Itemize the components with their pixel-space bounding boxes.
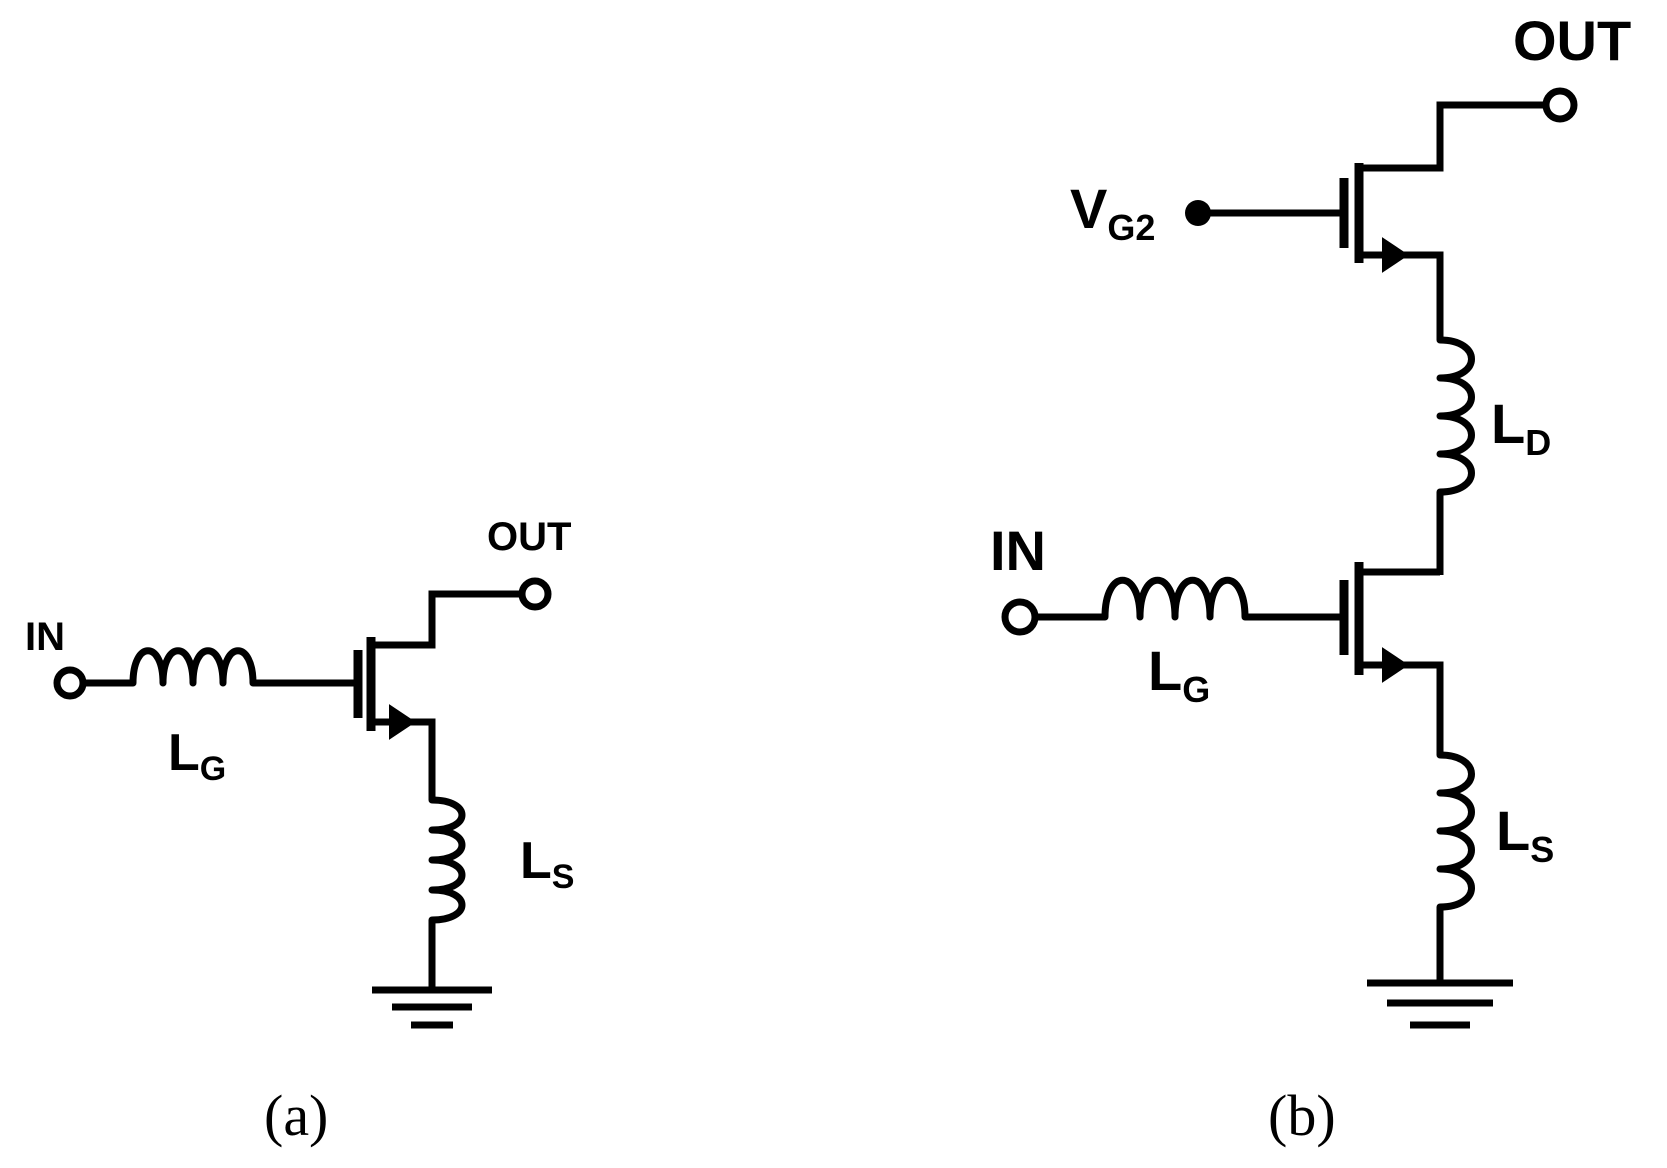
b-m1-source-arrow [1382, 647, 1409, 683]
b-ls-inductor [1436, 751, 1475, 911]
a-lg-inductor [129, 647, 257, 687]
b-ld-inductor [1436, 336, 1475, 496]
b-lg-label: LG [1148, 639, 1210, 710]
b-out-label: OUT [1513, 9, 1631, 72]
b-ld-label: LD [1491, 392, 1551, 463]
b-vg2-node [1185, 200, 1211, 226]
circuit-a: IN OUT LG LS (a) [25, 515, 574, 1148]
a-ls-inductor [428, 796, 466, 924]
b-m2-source-wire [1359, 251, 1444, 340]
a-source-wire [371, 718, 436, 800]
a-in-label: IN [25, 615, 65, 659]
b-m2-source-arrow [1382, 237, 1409, 273]
b-in-terminal [1001, 598, 1039, 636]
a-ls-label: LS [520, 832, 574, 896]
b-ls-label: LS [1496, 799, 1554, 870]
a-out-label: OUT [487, 515, 571, 559]
a-lg-label: LG [168, 724, 226, 788]
b-m2-drain-wire [1359, 101, 1545, 172]
b-ground-icon [1367, 979, 1513, 1029]
b-in-label: IN [990, 519, 1046, 582]
a-ground-icon [372, 986, 492, 1029]
b-caption: (b) [1268, 1083, 1336, 1148]
b-lg-inductor [1101, 576, 1249, 621]
circuit-b: OUT VG2 LD IN LG LS (b) [990, 9, 1631, 1148]
a-drain-wire [371, 590, 520, 649]
b-vg2-label: VG2 [1070, 177, 1155, 248]
b-out-terminal [1542, 87, 1578, 123]
a-caption: (a) [264, 1083, 328, 1148]
b-m1-source-wire [1359, 661, 1444, 755]
a-in-terminal [53, 666, 87, 700]
a-source-arrow [389, 704, 416, 740]
a-out-terminal [518, 577, 552, 611]
